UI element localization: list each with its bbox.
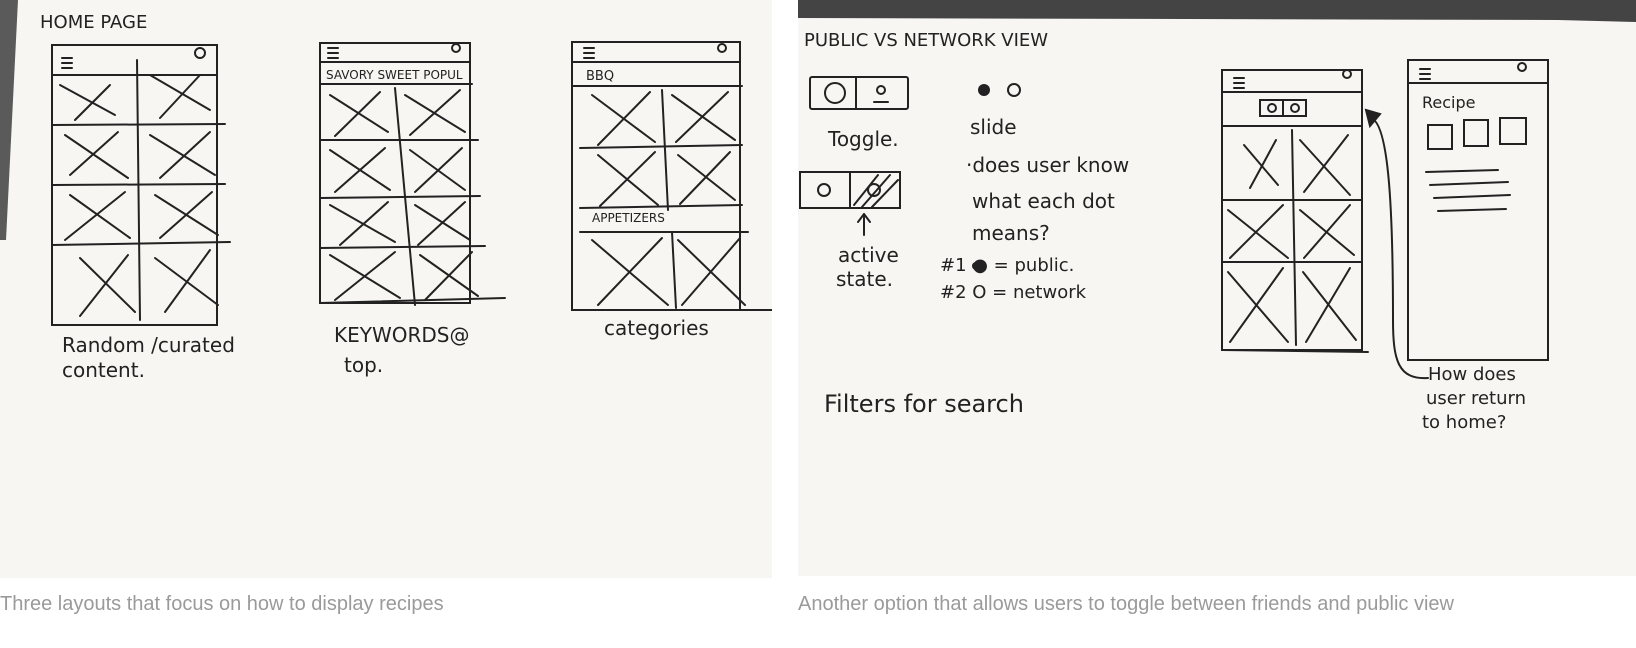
dot-legend-network: #2 O = network — [940, 282, 1087, 303]
caption-right: Another option that allows users to togg… — [798, 593, 1454, 615]
heading-home-page: HOME PAGE — [40, 12, 147, 33]
layout2-note-line1: KEYWORDS@ — [334, 323, 469, 347]
sketch-photo-left: HOME PAGE SAVORY SWEET POPUL BBQ APPETIZ… — [0, 0, 772, 578]
layout3-note: categories — [604, 316, 709, 340]
active-state-line1: active — [838, 243, 899, 267]
question-line3: means? — [972, 221, 1050, 245]
return-note-line2: user return — [1426, 388, 1526, 409]
toggle-label: Toggle. — [827, 127, 899, 151]
caption-left: Three layouts that focus on how to displ… — [0, 593, 444, 615]
question-line1: ·does user know — [966, 153, 1129, 177]
recipe-label: Recipe — [1422, 93, 1475, 112]
layout1-note-line1: Random /curated — [62, 333, 235, 357]
return-note-line3: to home? — [1422, 412, 1506, 433]
layout3-section-bbq: BBQ — [586, 69, 614, 84]
layout3-section-appetizers: APPETIZERS — [592, 211, 665, 225]
return-note-line1: How does — [1428, 364, 1516, 385]
slide-label: slide — [970, 115, 1017, 139]
heading-public-vs-network: PUBLIC VS NETWORK VIEW — [804, 30, 1048, 51]
question-line2: what each dot — [972, 189, 1115, 213]
layout2-tabs: SAVORY SWEET POPUL — [326, 68, 463, 82]
filters-for-search: Filters for search — [824, 390, 1024, 418]
active-state-line2: state. — [836, 267, 893, 291]
sketch-photo-right: PUBLIC VS NETWORK VIEW Toggle. slide ·do… — [798, 0, 1636, 576]
layout2-note-line2: top. — [344, 353, 383, 377]
layout1-note-line2: content. — [62, 358, 145, 382]
dot-legend-public: #1 ● = public. — [940, 255, 1074, 276]
